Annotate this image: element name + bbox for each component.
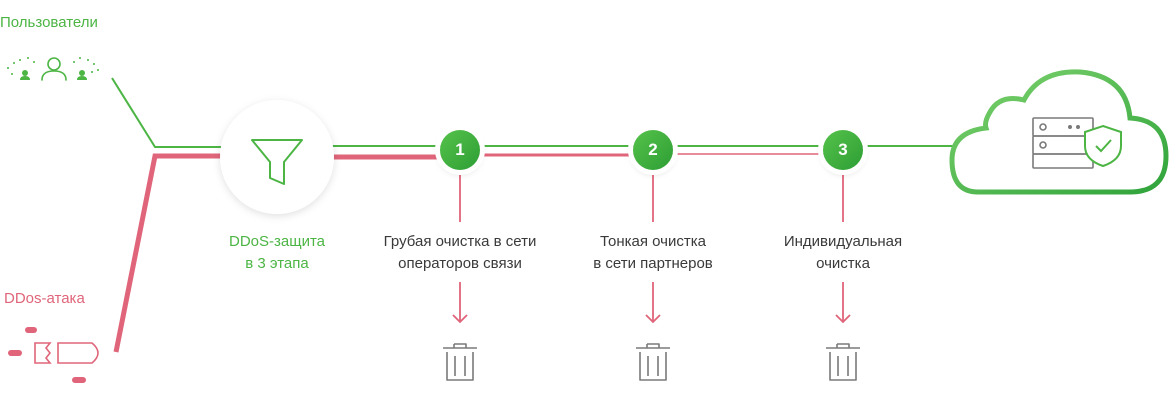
trash-icon (826, 343, 860, 381)
shield-check-icon (1084, 124, 1122, 168)
attack-traffic-line (113, 153, 222, 353)
funnel-icon (251, 139, 303, 185)
stage-3-label: Индивидуальная очистка (783, 233, 903, 272)
stage-2-drop (645, 170, 661, 324)
users-icon (7, 57, 99, 81)
stage-1-drop (452, 170, 468, 324)
users-traffic-line (111, 77, 222, 148)
stage-3-drop (835, 170, 851, 324)
missile-icon (8, 327, 99, 383)
trash-icon (443, 343, 477, 381)
stage-2-number: 2 (633, 130, 673, 170)
filter-circle (220, 100, 334, 214)
stage-2-label: Тонкая очистка в сети партнеров (593, 233, 713, 272)
server-icon (1032, 117, 1094, 169)
attack-label: DDos-атака (4, 290, 85, 307)
stage-1-number: 1 (440, 130, 480, 170)
filter-label: DDoS-защита в 3 этапа (229, 233, 325, 272)
stage-3-number: 3 (823, 130, 863, 170)
cloud-icon (949, 69, 1169, 195)
users-label: Пользователи (0, 14, 98, 31)
stage-1-label: Грубая очистка в сети операторов связи (383, 233, 537, 272)
trash-icon (636, 343, 670, 381)
